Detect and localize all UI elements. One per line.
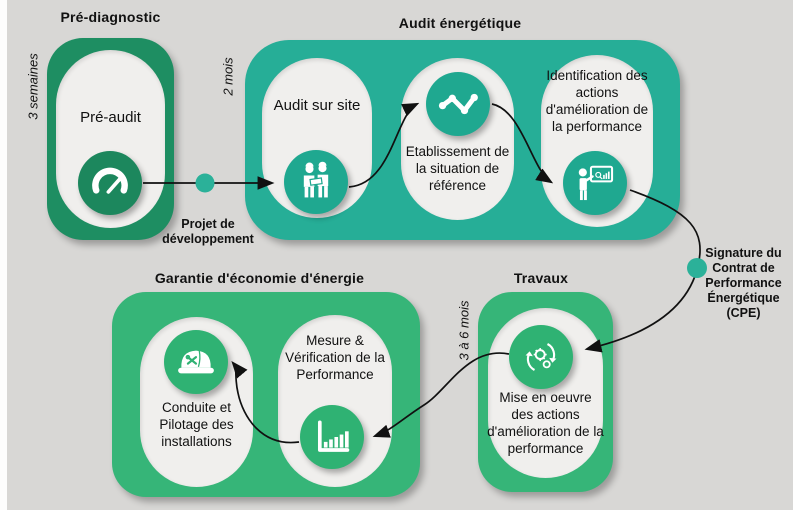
presenter-icon (563, 151, 627, 215)
line-chart-icon (426, 72, 490, 136)
step-label-audit-sur-site: Audit sur site (273, 97, 361, 114)
phase-title-garantie: Garantie d'économie d'énergie (154, 270, 365, 286)
milestone-label-projet: Projet de développement (162, 217, 254, 246)
duration-prediagnostic: 3 semaines (25, 53, 41, 120)
process-sync-icon (509, 325, 573, 389)
workers-icon (284, 150, 348, 214)
milestone-dot-projet (195, 173, 215, 193)
phase-title-travaux: Travaux (513, 270, 569, 286)
step-label-identification: Identification des actions d'amélioratio… (545, 68, 649, 134)
phase-title-audit: Audit énergétique (398, 15, 522, 31)
milestone-label-cpe: Signature du Contrat de Performance Éner… (705, 246, 782, 320)
bar-chart-icon (300, 405, 364, 469)
helmet-tools-icon (164, 330, 228, 394)
step-label-situation-reference: Etablissement de la situation de référen… (405, 144, 510, 193)
step-label-conduite: Conduite et Pilotage des installations (159, 400, 234, 449)
duration-audit: 2 mois (220, 57, 236, 96)
left-edge-strip (0, 0, 7, 510)
phase-title-prediagnostic: Pré-diagnostic (60, 9, 161, 25)
gauge-icon (78, 151, 142, 215)
duration-travaux: 3 à 6 mois (456, 300, 472, 361)
step-label-mise-en-oeuvre: Mise en oeuvre des actions d'amélioratio… (487, 390, 604, 456)
step-label-preaudit: Pré-audit (80, 109, 141, 126)
step-label-mesure: Mesure & Vérification de la Performance (285, 333, 385, 382)
